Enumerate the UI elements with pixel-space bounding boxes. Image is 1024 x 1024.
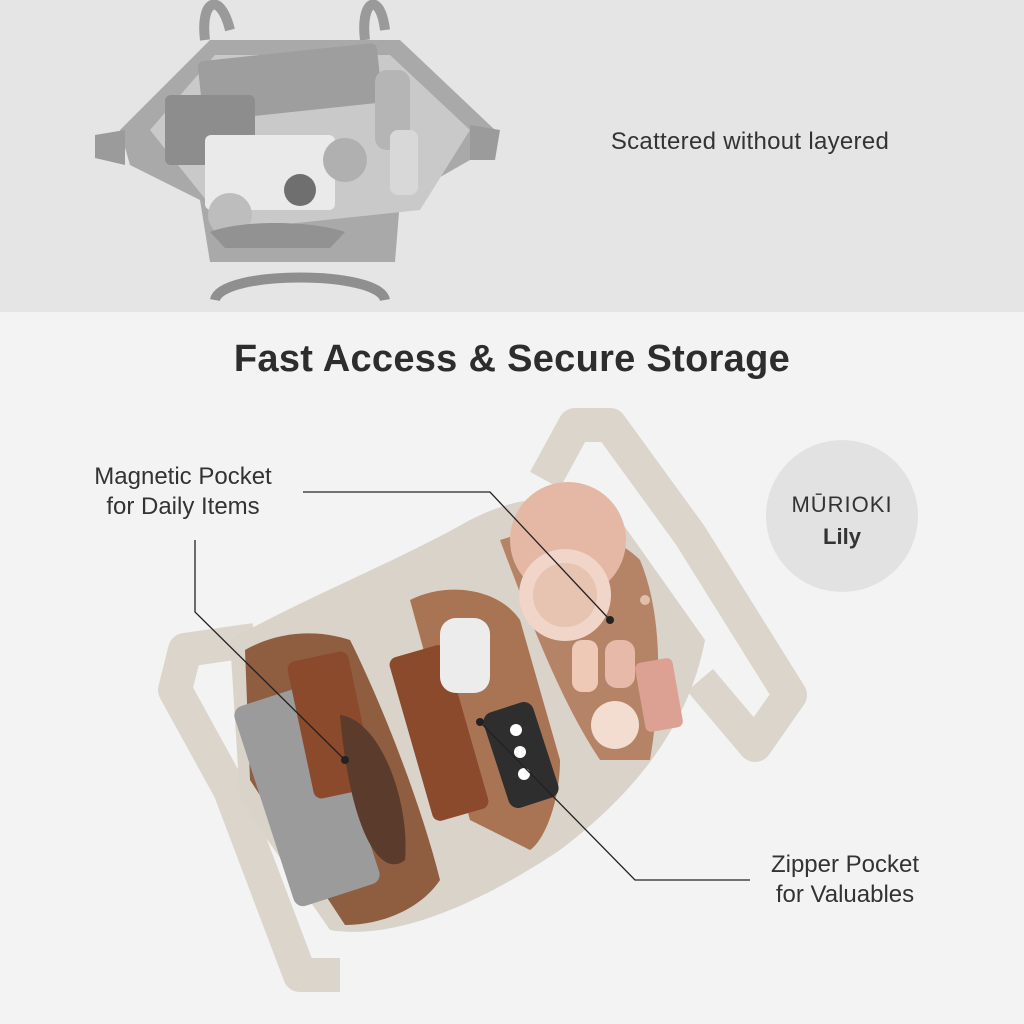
magnetic-pocket-line1: Magnetic Pocket (94, 463, 272, 490)
leader-line (194, 491, 750, 881)
magnetic-pocket-line2: for Daily Items (106, 493, 260, 520)
callout-dots (341, 616, 614, 764)
gray-tote-photo (95, 0, 500, 303)
zipper-pocket-line1: Zipper Pocket (770, 851, 920, 878)
zipper-pocket-line2: for Valuables (775, 881, 915, 908)
zipper-pocket-label: Zipper Pocket for Valuables (740, 850, 950, 910)
comparison-caption: Scattered without layered (610, 128, 890, 155)
brand-name: MŪRIOKI (791, 492, 893, 517)
page-title: Fast Access & Secure Storage (233, 338, 791, 380)
magnetic-pocket-label: Magnetic Pocket for Daily Items (58, 462, 308, 522)
brand-badge: MŪRIOKI Lily (766, 440, 918, 592)
canvas-tote-photo (158, 408, 807, 992)
brand-model: Lily (823, 524, 861, 549)
